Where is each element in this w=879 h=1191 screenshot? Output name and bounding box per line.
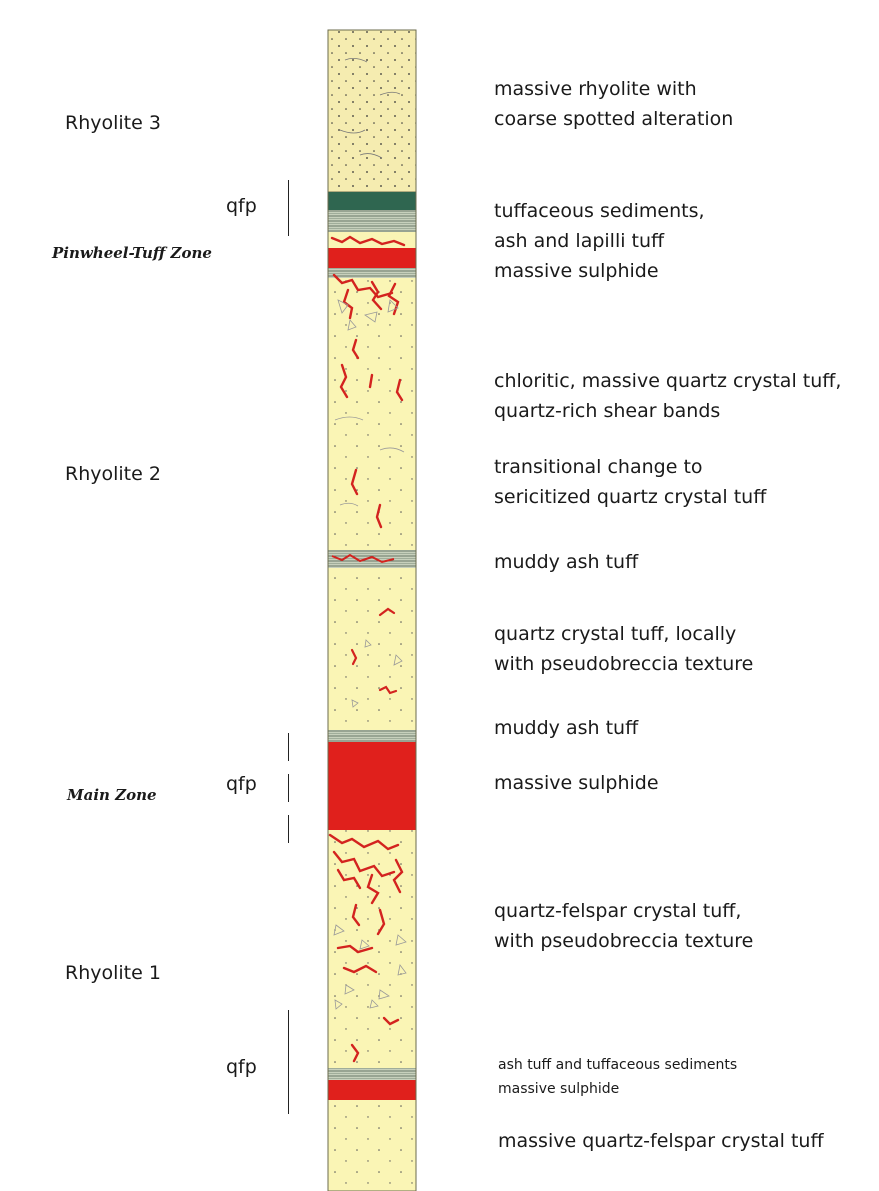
description-qf-crystal-tuff: quartz-felspar crystal tuff, with pseudo… (494, 896, 753, 956)
description-pinwheel: tuffaceous sediments, ash and lapilli tu… (494, 196, 705, 286)
description-line: transitional change to (494, 456, 703, 478)
qfp-label-lower: qfp (226, 1056, 257, 1078)
description-muddy-ash-1: muddy ash tuff (494, 547, 638, 577)
description-quartz-crystal-tuff: quartz crystal tuff, locally with pseudo… (494, 619, 753, 679)
column-ash-tuff-lower (328, 1068, 416, 1080)
description-line: massive sulphide (498, 1081, 620, 1097)
zone-label-pinwheel: Pinwheel-Tuff Zone (52, 244, 212, 262)
qfp-label-upper: qfp (226, 195, 257, 217)
description-line: chloritic, massive quartz crystal tuff, (494, 370, 842, 392)
description-transitional: transitional change to sericitized quart… (494, 452, 766, 512)
column-lower-sulphide (328, 1080, 416, 1100)
zone-label-main: Main Zone (67, 786, 157, 804)
description-ash-tuff-lower: ash tuff and tuffaceous sediments massiv… (498, 1053, 737, 1101)
description-line: sericitized quartz crystal tuff (494, 486, 767, 508)
description-line: with pseudobreccia texture (494, 930, 754, 952)
column-muddy-ash-2 (328, 730, 416, 742)
description-line: massive rhyolite with (494, 78, 697, 100)
description-line: ash tuff and tuffaceous sediments (498, 1057, 738, 1073)
qfp-bar-main-3 (288, 815, 289, 843)
description-line: muddy ash tuff (494, 717, 639, 739)
description-line: massive quartz-felspar crystal tuff (498, 1130, 824, 1152)
description-line: ash and lapilli tuff (494, 230, 665, 252)
description-line: massive sulphide (494, 260, 659, 282)
unit-label-rhyolite2: Rhyolite 2 (65, 463, 161, 485)
qfp-bar-lower (288, 1010, 289, 1114)
description-chloritic: chloritic, massive quartz crystal tuff, … (494, 366, 841, 426)
description-line: quartz crystal tuff, locally (494, 623, 737, 645)
description-line: quartz-felspar crystal tuff, (494, 900, 742, 922)
unit-label-rhyolite3: Rhyolite 3 (65, 112, 161, 134)
description-muddy-ash-2: muddy ash tuff (494, 713, 638, 743)
unit-label-rhyolite1: Rhyolite 1 (65, 962, 161, 984)
qfp-bar-main-1 (288, 733, 289, 761)
column-qfp-band-upper (328, 192, 416, 210)
description-line: massive sulphide (494, 772, 659, 794)
column-main-sulphide (328, 742, 416, 830)
qfp-bar-main-2 (288, 774, 289, 802)
description-line: muddy ash tuff (494, 551, 639, 573)
description-basal-tuff: massive quartz-felspar crystal tuff (498, 1126, 824, 1156)
qfp-bar-upper (288, 180, 289, 236)
description-line: tuffaceous sediments, (494, 200, 705, 222)
column-pinwheel-sulphide (328, 248, 416, 268)
qfp-label-main: qfp (226, 773, 257, 795)
description-line: coarse spotted alteration (494, 108, 734, 130)
description-line: with pseudobreccia texture (494, 653, 754, 675)
description-rhyolite3: massive rhyolite with coarse spotted alt… (494, 74, 733, 134)
description-line: quartz-rich shear bands (494, 400, 721, 422)
description-main-sulphide: massive sulphide (494, 768, 659, 798)
